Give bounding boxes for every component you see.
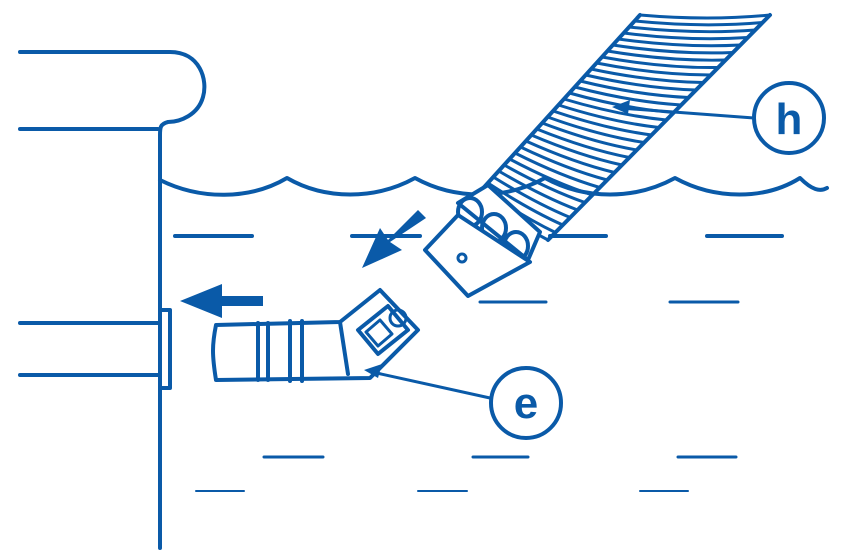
hose-rib: [529, 133, 624, 167]
hose-rib: [633, 19, 765, 27]
hose-rib: [573, 85, 683, 107]
hose-rib: [551, 109, 654, 137]
callout-h-label: h: [776, 95, 803, 144]
arrow-down-left-icon: [362, 210, 426, 268]
hose-rib: [546, 115, 646, 144]
callout-h-arrowhead: [612, 100, 630, 114]
hose-rib: [638, 13, 772, 20]
hose-rib: [627, 25, 757, 34]
hose-rib: [616, 37, 742, 48]
hose-rib: [557, 103, 661, 129]
callout-h-leader: [618, 106, 756, 120]
callout-e-arrowhead: [364, 364, 382, 378]
water-ripples: [173, 234, 784, 492]
hose-rib: [519, 145, 609, 182]
hose-rib: [578, 79, 691, 99]
hose-rib: [535, 127, 631, 159]
callout-e-circle: [489, 366, 563, 440]
water-surface: [158, 176, 829, 197]
hose-rib: [486, 181, 565, 227]
hose-rib: [595, 61, 713, 77]
hose-rib: [584, 73, 698, 92]
hose-rib: [600, 55, 720, 70]
hose-rib: [513, 151, 602, 189]
elbow-connector-icon: [211, 288, 420, 383]
pool-wall: [18, 50, 207, 550]
hose-rib: [502, 163, 587, 204]
callout-e-label: e: [514, 379, 538, 428]
hose-rib: [508, 157, 594, 197]
callout-h-circle: [752, 81, 826, 155]
hose-rib: [589, 67, 705, 84]
hose-rib: [524, 139, 617, 174]
corrugated-hose-icon: [423, 13, 772, 298]
hose-rib: [611, 43, 735, 55]
hose-rib: [622, 31, 750, 41]
arrow-left-icon: [180, 284, 263, 318]
hose-rib: [540, 121, 639, 152]
hose-rib: [497, 169, 580, 212]
hose-rib: [605, 49, 728, 62]
hose-rib: [491, 175, 572, 219]
hose-rib: [562, 97, 668, 122]
pool-inlet-pipe: [18, 308, 172, 390]
callout-e-leader: [370, 370, 492, 400]
